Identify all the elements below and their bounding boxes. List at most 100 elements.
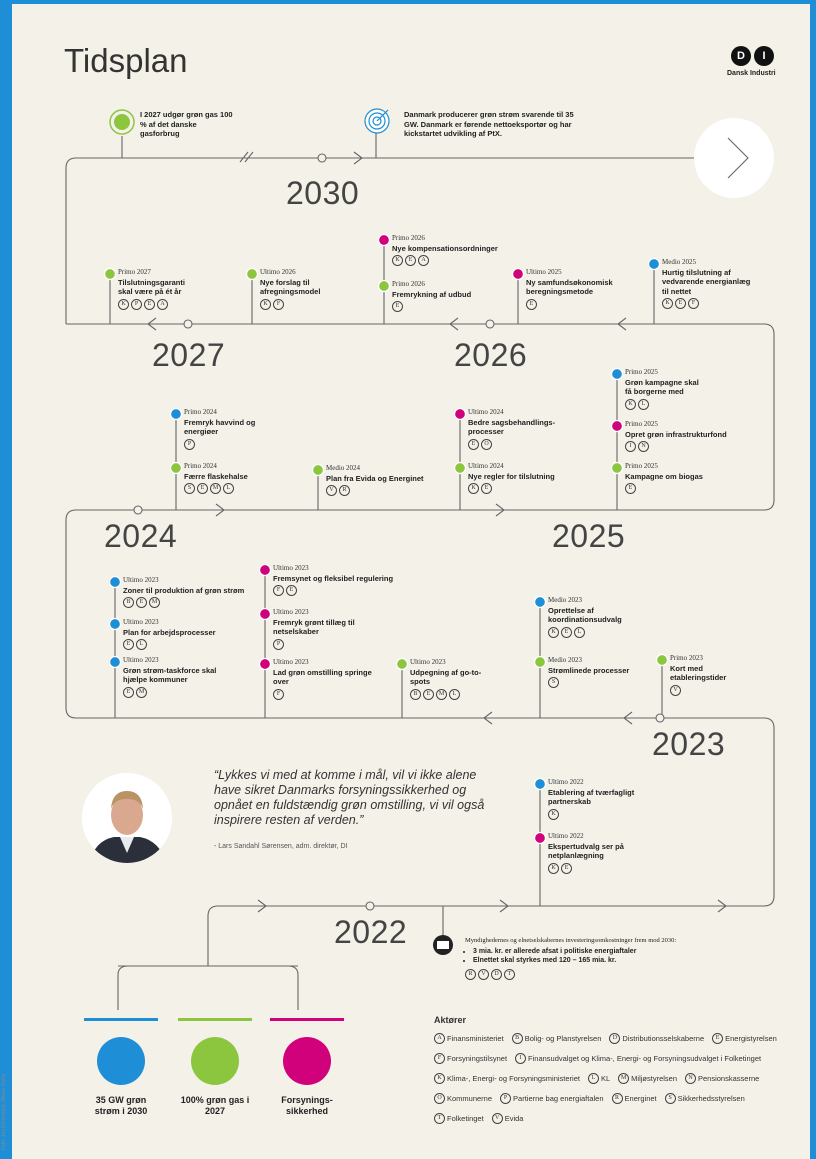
event-dot bbox=[453, 407, 467, 421]
actor-code: P bbox=[500, 1093, 512, 1104]
actor-code: K bbox=[548, 862, 559, 874]
event-dot bbox=[108, 575, 122, 589]
event-text: Grøn strøm-taskforce skal hjælpe kommune… bbox=[123, 665, 217, 685]
actor-code: K bbox=[434, 1073, 445, 1084]
event-date: Primo 2025 bbox=[625, 462, 658, 470]
actor-code: V bbox=[326, 485, 337, 496]
actor-code: V bbox=[491, 1113, 503, 1124]
actor-code: M bbox=[136, 686, 147, 698]
event-codes: E bbox=[392, 301, 492, 312]
actor-code: O bbox=[434, 1093, 445, 1104]
actor-code: B bbox=[410, 688, 421, 700]
actor-code: E bbox=[144, 298, 155, 310]
goal-bar bbox=[84, 1018, 158, 1021]
actors-heading: Aktører bbox=[434, 1015, 467, 1025]
actor-name: Forsyningstilsynet bbox=[447, 1054, 508, 1063]
event-dot bbox=[655, 653, 669, 667]
actor-code: E bbox=[286, 585, 297, 596]
event-dot bbox=[377, 233, 391, 247]
actor-code: E bbox=[561, 626, 572, 638]
actor-code: K bbox=[118, 298, 129, 310]
actor-code: P bbox=[273, 638, 284, 650]
portrait-photo bbox=[82, 773, 172, 863]
logo-letter-i: I bbox=[754, 46, 774, 66]
actor-name: Bolig- og Planstyrelsen bbox=[524, 1034, 602, 1043]
actor-code: L bbox=[223, 483, 234, 494]
event-text: Fremrykning af udbud bbox=[392, 289, 472, 299]
actor-code: L bbox=[136, 639, 147, 650]
event-date: Ultimo 2022 bbox=[548, 832, 584, 840]
event-text: Strømlinede processer bbox=[548, 665, 630, 675]
actor-code: S bbox=[548, 677, 559, 688]
actor-code: E bbox=[481, 483, 492, 494]
actor-code: E bbox=[136, 597, 147, 608]
event-dot bbox=[169, 461, 183, 475]
event-date: Primo 2025 bbox=[625, 420, 658, 428]
solar-wind-icon-badge bbox=[97, 1037, 145, 1085]
actor-code: M bbox=[210, 483, 221, 494]
actor-name: Pensionskasserne bbox=[698, 1074, 760, 1083]
actor-code: B bbox=[511, 1033, 523, 1044]
event-date: Ultimo 2026 bbox=[260, 268, 296, 276]
actor-code: V bbox=[670, 684, 681, 696]
event-date: Primo 2023 bbox=[670, 654, 703, 662]
year-2030: 2030 bbox=[286, 175, 360, 211]
actor-name: Partierne bag energiaftalen bbox=[513, 1094, 604, 1103]
event-date: Ultimo 2022 bbox=[548, 778, 584, 786]
event-text: Udpegning af go-to-spots bbox=[410, 667, 482, 687]
event-text: Zoner til produktion af grøn strøm bbox=[123, 585, 245, 595]
event-text: Kampagne om biogas bbox=[625, 471, 703, 481]
actor-code: M bbox=[618, 1073, 630, 1084]
actor-code: M bbox=[436, 688, 447, 700]
event-dot bbox=[311, 463, 325, 477]
actor-code: P bbox=[131, 298, 142, 310]
event-date: Primo 2024 bbox=[184, 408, 217, 416]
event-text: Ny samfundsøkonomisk beregningsmetode bbox=[526, 277, 613, 297]
actor-name: Folketinget bbox=[447, 1114, 484, 1123]
actor-code: K bbox=[468, 483, 479, 494]
event-date: Primo 2027 bbox=[118, 268, 151, 276]
actor-name: Miljøstyrelsen bbox=[631, 1074, 677, 1083]
actor-code: V bbox=[478, 968, 489, 980]
event-date: Primo 2025 bbox=[625, 368, 658, 376]
year-2024: 2024 bbox=[104, 518, 178, 554]
milestone-gas: I 2027 udgør grøn gas 100 % af det dansk… bbox=[140, 110, 233, 138]
logo-letter-d: D bbox=[731, 46, 751, 66]
actor-code: O bbox=[481, 438, 492, 450]
event-date: Medio 2024 bbox=[326, 464, 361, 472]
event-dot bbox=[533, 831, 547, 845]
event-text: Nye kompensationsordninger bbox=[392, 243, 498, 253]
power-house-icon-badge bbox=[283, 1037, 331, 1085]
event-text: Plan fra Evida og Energinet bbox=[326, 473, 424, 483]
event-date: Medio 2023 bbox=[548, 656, 583, 664]
event-dot bbox=[533, 595, 547, 609]
actor-code: E bbox=[675, 298, 686, 309]
event-codes: P bbox=[184, 438, 264, 450]
